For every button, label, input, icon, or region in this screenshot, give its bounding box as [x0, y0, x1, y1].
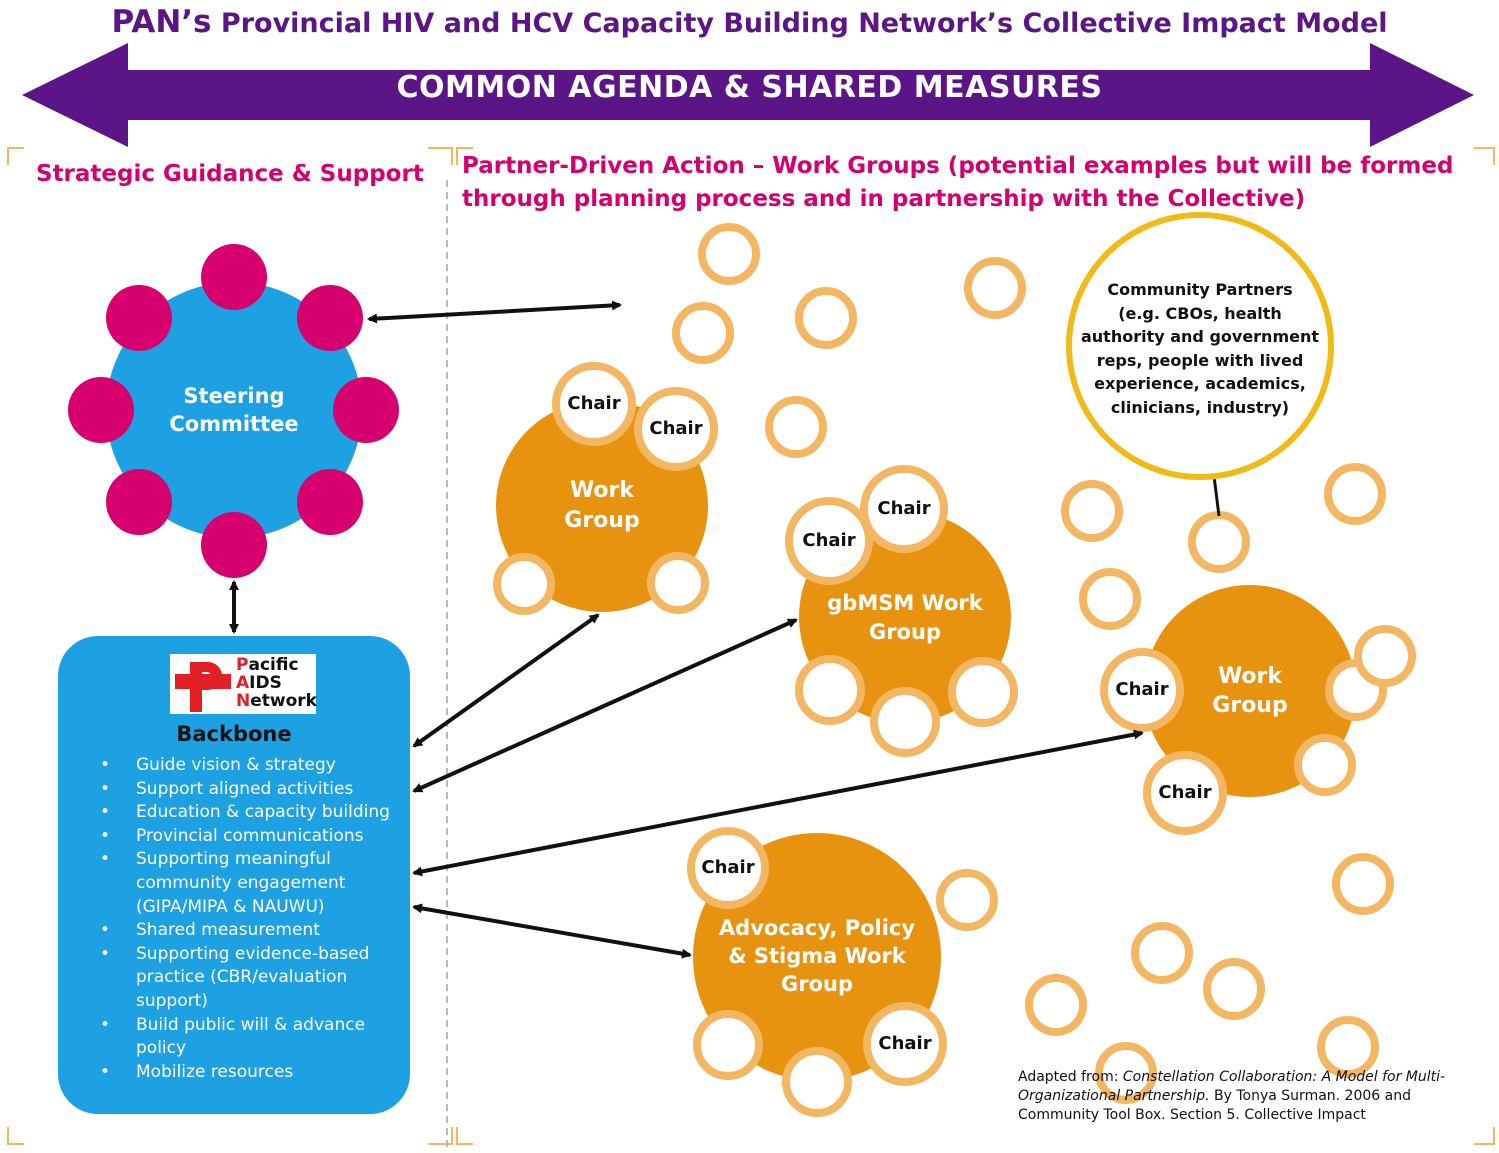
backbone-item: Shared measurement	[100, 919, 441, 943]
steering-member-node	[106, 285, 172, 351]
backbone-panel: Pacific AIDS Network Backbone Guide visi…	[58, 636, 410, 1114]
chair-label: Chair	[1115, 679, 1169, 700]
logo-line-1: Pacific	[236, 655, 299, 675]
corner-brackets	[7, 147, 1495, 1145]
chair-label: Chair	[878, 1033, 932, 1054]
logo-text: Pacific AIDS Network	[236, 656, 317, 710]
source-title: Constellation Collaboration: A Model for…	[1018, 1069, 1446, 1104]
backbone-item: Supporting meaningful community engageme…	[100, 848, 356, 919]
community-partners-connector	[1212, 475, 1221, 517]
backbone-item: Guide vision & strategy	[100, 754, 441, 778]
advocacy-line1: Advocacy, Policy	[718, 916, 916, 940]
backbone-item: Support aligned activities	[100, 778, 441, 802]
backbone-item: Build public will & advance policy	[100, 1014, 376, 1061]
backbone-item: Education & capacity building	[100, 801, 441, 825]
partner-action-heading-line1: Partner-Driven Action – Work Groups (pot…	[462, 153, 1454, 179]
gbmsm-work-group-label: gbMSM Work Group	[810, 589, 1000, 647]
chair-label: Chair	[567, 393, 621, 414]
work-group-1-line1: Work	[569, 478, 635, 503]
community-partners-line1: Community Partners	[1107, 280, 1293, 299]
common-agenda-arrow	[22, 43, 1474, 147]
steering-member-node	[68, 377, 134, 443]
community-member-rings	[672, 223, 1394, 1104]
page-title: PAN’s Provincial HIV and HCV Capacity Bu…	[0, 4, 1499, 40]
work-group-3-line1: Work	[1217, 664, 1283, 689]
steering-member-node	[201, 244, 267, 310]
steering-member-node	[333, 377, 399, 443]
backbone-item: Supporting evidence-based practice (CBR/…	[100, 943, 381, 1014]
advocacy-line3: Group	[780, 972, 853, 996]
backbone-title: Backbone	[176, 722, 292, 746]
partner-action-heading: Partner-Driven Action – Work Groups (pot…	[462, 150, 1453, 216]
community-partners-line5: experience, academics,	[1094, 374, 1306, 393]
backbone-list: Guide vision & strategy Support aligned …	[98, 754, 441, 1084]
chair-label: Chair	[701, 857, 755, 878]
source-citation: Adapted from: Constellation Collaboratio…	[1018, 1068, 1478, 1125]
steering-committee-cluster	[68, 244, 399, 578]
pacific-aids-network-logo: Pacific AIDS Network	[170, 654, 317, 714]
community-partners-line4: reps, people with lived	[1096, 350, 1304, 370]
ribbon-icon	[175, 662, 231, 712]
community-partners-line6: clinicians, industry)	[1110, 397, 1290, 417]
steering-member-node	[297, 285, 363, 351]
common-agenda-label: COMMON AGENDA & SHARED MEASURES	[396, 70, 1103, 105]
advocacy-line2: & Stigma Work	[728, 944, 906, 968]
gbmsm-line1: gbMSM Work	[827, 591, 983, 615]
partner-action-heading-line2: through planning process and in partners…	[462, 186, 1306, 212]
page-title-prefix: PAN’s	[111, 4, 212, 40]
community-partners-circle	[1066, 212, 1334, 480]
community-partners-label: Community Partners (e.g. CBOs, health au…	[1070, 278, 1330, 419]
strategic-guidance-heading: Strategic Guidance & Support	[36, 161, 424, 187]
backbone-item: Provincial communications	[100, 825, 441, 849]
logo-line-2: AIDS	[236, 673, 282, 693]
chair-label: Chair	[877, 498, 931, 519]
chair-label: Chair	[649, 418, 703, 439]
steering-committee-line2: Committee	[169, 412, 299, 436]
source-prefix: Adapted from:	[1018, 1069, 1123, 1085]
backbone-item: Mobilize resources	[100, 1061, 441, 1085]
chair-label: Chair	[802, 530, 856, 551]
steering-member-node	[297, 469, 363, 535]
steering-member-node	[106, 469, 172, 535]
source-rest: By Tonya Surman. 2006 and Community Tool…	[1018, 1088, 1411, 1123]
steering-committee-line1: Steering	[183, 384, 285, 408]
relationship-arrows	[229, 300, 1144, 959]
gbmsm-line2: Group	[868, 620, 941, 644]
chair-label: Chair	[1158, 782, 1212, 803]
work-group-3-line2: Group	[1212, 693, 1288, 718]
steering-member-node	[201, 512, 267, 578]
work-group-3-label: Work Group	[1190, 662, 1310, 720]
steering-committee-circle	[106, 282, 362, 538]
work-group-1-line2: Group	[564, 508, 640, 533]
advocacy-work-group-label: Advocacy, Policy & Stigma Work Group	[707, 914, 927, 998]
community-partners-line2: (e.g. CBOs, health	[1118, 303, 1282, 323]
logo-line-3: Network	[236, 691, 317, 711]
page-title-rest: Provincial HIV and HCV Capacity Building…	[220, 8, 1388, 39]
work-group-1-label: Work Group	[542, 476, 662, 536]
community-partners-line3: authority and government	[1080, 327, 1320, 346]
steering-committee-label: Steering Committee	[154, 382, 314, 438]
